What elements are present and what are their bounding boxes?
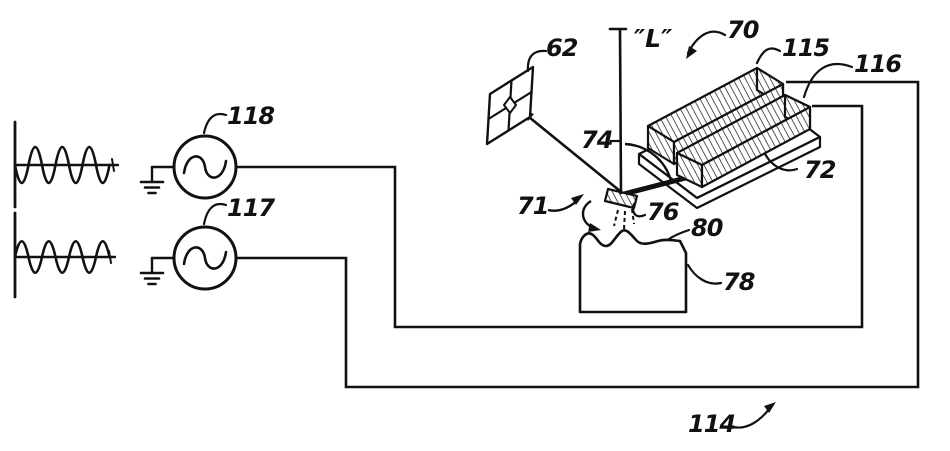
label-115-electrode: 115 [782,34,830,62]
rotation-arrows-71 [547,194,601,232]
ac-sine-symbol [182,155,228,179]
ac-sine-symbol [182,246,228,270]
waveform-panel-top [13,120,120,209]
leader-62 [526,49,548,73]
label-76-mirror: 76 [647,198,679,226]
leader-115 [755,47,782,65]
leader-114 [731,406,772,429]
label-80-surface: 80 [691,214,723,242]
label-78-sample: 78 [723,268,755,296]
label-70-assembly: 70 [727,16,759,44]
leader-117 [202,202,228,226]
waveform-panel-bottom [13,211,117,299]
wiring [236,80,920,389]
leader-lines [202,30,854,429]
label-L-axis: ″L″ [634,24,673,53]
ground-symbol-top [139,165,178,195]
label-71-rotation: 71 [517,192,549,220]
label-116-electrode: 116 [854,50,902,78]
axis-line-L [608,27,628,195]
ground-symbol-bottom [139,256,178,286]
beam-spot-diamond [503,96,517,114]
arrowhead-70 [686,46,697,59]
leader-76 [632,202,647,218]
label-118-generator: 118 [227,102,275,130]
signal-generator-118 [139,134,238,200]
label-74-angle: 74 [581,126,613,154]
mirror-motion-dashes [613,208,635,230]
leader-118 [202,112,228,135]
electrode-bar-116 [675,93,812,189]
label-62-detector: 62 [546,34,578,62]
label-114-wire: 114 [688,410,736,438]
sample-78 [578,229,688,314]
signal-generator-117 [139,225,238,291]
leader-80 [667,228,691,241]
leader-116 [802,62,854,99]
leader-72 [763,152,799,172]
arrowhead-114 [764,402,776,413]
label-72-base: 72 [804,156,836,184]
angle-arc-74 [624,142,673,182]
detector-target-62 [485,65,535,146]
label-117-generator: 117 [227,194,275,222]
wire-gen117-to-electrode115-114 [236,80,920,389]
wire-gen118-to-electrode116 [236,104,864,329]
leader-78 [686,263,723,285]
